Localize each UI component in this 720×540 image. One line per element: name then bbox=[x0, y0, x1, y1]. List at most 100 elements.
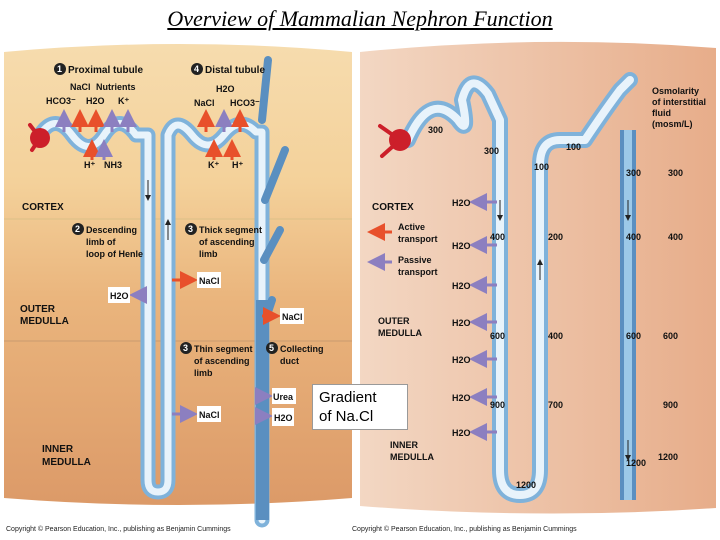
val-600-b: 600 bbox=[626, 331, 641, 341]
osmolarity-title-3: fluid bbox=[652, 108, 671, 118]
h2o-7: H2O bbox=[452, 428, 471, 438]
right-outer-label-2: MEDULLA bbox=[378, 328, 422, 338]
right-inner-label-1: INNER bbox=[390, 440, 419, 450]
step-3a-num: 3 bbox=[188, 224, 193, 234]
step-2-line-2: limb of bbox=[86, 237, 116, 247]
scale-400: 400 bbox=[668, 232, 683, 242]
gradient-box: Gradient of Na.Cl bbox=[312, 384, 408, 430]
right-cortex-label: CORTEX bbox=[372, 202, 414, 213]
dt-h2o-label: H2O bbox=[216, 84, 235, 94]
h2o-4: H2O bbox=[452, 318, 471, 328]
thin-nacl-label: NaCl bbox=[199, 410, 220, 420]
val-300-c: 300 bbox=[626, 168, 641, 178]
val-100-b: 100 bbox=[534, 162, 549, 172]
page-title: Overview of Mammalian Nephron Function bbox=[167, 6, 553, 31]
left-outer-label-1: OUTER bbox=[20, 304, 56, 315]
val-1200-a: 1200 bbox=[516, 480, 536, 490]
val-700: 700 bbox=[548, 400, 563, 410]
left-inner-label-2: MEDULLA bbox=[42, 457, 91, 468]
proximal-tubule-label: Proximal tubule bbox=[68, 65, 143, 76]
step-5-badge bbox=[266, 342, 278, 354]
left-transport-arrows bbox=[55, 109, 281, 425]
left-label-boxes bbox=[108, 272, 304, 426]
right-outer-label-1: OUTER bbox=[378, 316, 410, 326]
osmolarity-title-1: Osmolarity bbox=[652, 86, 699, 96]
left-inner-label-1: INNER bbox=[42, 444, 74, 455]
left-outer-label-2: MEDULLA bbox=[20, 316, 69, 327]
legend-active-1: Active bbox=[398, 222, 425, 232]
val-300-a: 300 bbox=[428, 125, 443, 135]
step-3b-line-1: Thin segment bbox=[194, 344, 253, 354]
step-2-line-3: loop of Henle bbox=[86, 249, 143, 259]
step-4-badge bbox=[191, 63, 203, 75]
step-3b-num: 3 bbox=[183, 343, 188, 353]
val-400-c: 400 bbox=[548, 331, 563, 341]
h2o-5: H2O bbox=[452, 355, 471, 365]
val-100-a: 100 bbox=[566, 142, 581, 152]
val-900: 900 bbox=[490, 400, 505, 410]
step-4-num: 4 bbox=[194, 64, 199, 74]
pt-hco3-label: HCO3⁻ bbox=[46, 96, 76, 106]
gradient-box-line-2: of Na.Cl bbox=[319, 408, 374, 425]
right-inner-label-2: MEDULLA bbox=[390, 452, 434, 462]
step-2-num: 2 bbox=[75, 224, 80, 234]
step-3a-line-2: of ascending bbox=[199, 237, 255, 247]
h2o-3: H2O bbox=[452, 281, 471, 291]
pt-h-label: H⁺ bbox=[84, 160, 95, 170]
left-text: 1 Proximal tubule 4 Distal tubule NaCl N… bbox=[6, 63, 324, 533]
distal-tubule-label: Distal tubule bbox=[205, 65, 265, 76]
scale-300: 300 bbox=[668, 168, 683, 178]
scale-900: 900 bbox=[663, 400, 678, 410]
pt-h2o-label: H2O bbox=[86, 96, 105, 106]
step-5-line-2: duct bbox=[280, 356, 299, 366]
step-3a-line-3: limb bbox=[199, 249, 218, 259]
right-h2o-arrows bbox=[469, 193, 631, 461]
duct-urea-label: Urea bbox=[273, 392, 294, 402]
pt-nutrients-label: Nutrients bbox=[96, 82, 136, 92]
step-3b-badge bbox=[180, 342, 192, 354]
val-1200-b: 1200 bbox=[626, 458, 646, 468]
step-3a-line-1: Thick segment bbox=[199, 225, 262, 235]
osmolarity-title-4: (mosm/L) bbox=[652, 119, 693, 129]
scale-1200: 1200 bbox=[658, 452, 678, 462]
step-3b-line-3: limb bbox=[194, 368, 213, 378]
dt-h-label: H⁺ bbox=[232, 160, 243, 170]
right-legend: Active transport Passive transport bbox=[367, 222, 438, 277]
left-panel bbox=[4, 44, 352, 505]
duct-nacl-label: NaCl bbox=[282, 312, 303, 322]
step-2-badge bbox=[72, 223, 84, 235]
dt-nacl-label: NaCl bbox=[194, 98, 215, 108]
val-200: 200 bbox=[548, 232, 563, 242]
duct-h2o-label: H2O bbox=[274, 413, 293, 423]
h2o-1: H2O bbox=[452, 198, 471, 208]
legend-passive-1: Passive bbox=[398, 255, 432, 265]
left-cortex-label: CORTEX bbox=[22, 202, 64, 213]
val-300-b: 300 bbox=[484, 146, 499, 156]
left-copyright: Copyright © Pearson Education, Inc., pub… bbox=[6, 525, 231, 533]
step-2-line-1: Descending bbox=[86, 225, 137, 235]
legend-passive-2: transport bbox=[398, 267, 438, 277]
val-600-a: 600 bbox=[490, 331, 505, 341]
h2o-2: H2O bbox=[452, 241, 471, 251]
step-3b-line-2: of ascending bbox=[194, 356, 250, 366]
step-1-num: 1 bbox=[57, 64, 62, 74]
step-5-line-1: Collecting bbox=[280, 344, 324, 354]
val-400-a: 400 bbox=[490, 232, 505, 242]
step-5-num: 5 bbox=[269, 343, 274, 353]
right-text: CORTEX OUTER MEDULLA INNER MEDULLA Osmol… bbox=[352, 86, 706, 533]
step-1-badge bbox=[54, 63, 66, 75]
right-nephron bbox=[378, 72, 638, 503]
right-copyright: Copyright © Pearson Education, Inc., pub… bbox=[352, 525, 577, 533]
step-3a-badge bbox=[185, 223, 197, 235]
h2o-6: H2O bbox=[452, 393, 471, 403]
gradient-box-line-1: Gradient bbox=[319, 389, 377, 406]
pt-nacl-label: NaCl bbox=[70, 82, 91, 92]
thick-nacl-label: NaCl bbox=[199, 276, 220, 286]
dt-hco3-label: HCO3⁻ bbox=[230, 98, 260, 108]
osmolarity-title-2: of interstitial bbox=[652, 97, 706, 107]
pt-nh3-label: NH3 bbox=[104, 160, 122, 170]
dt-k-label: K⁺ bbox=[208, 160, 219, 170]
pt-k-label: K⁺ bbox=[118, 96, 129, 106]
val-400-b: 400 bbox=[626, 232, 641, 242]
